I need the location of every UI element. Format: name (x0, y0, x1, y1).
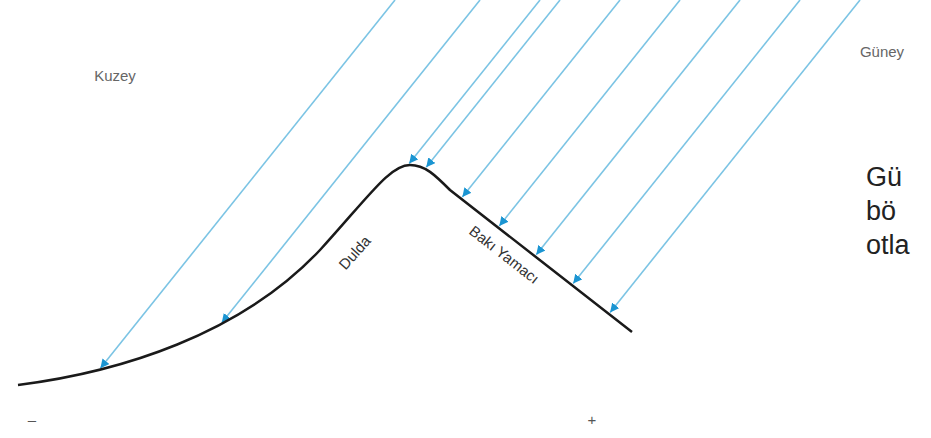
side-text: Gü (866, 163, 902, 193)
sun-ray-arrow (610, 0, 860, 312)
sun-ray-arrow (462, 0, 620, 197)
sun-rays (100, 0, 860, 368)
sun-ray-arrow (426, 0, 560, 167)
side-text: bö (866, 197, 896, 227)
sun-ray-arrow (536, 0, 740, 255)
sun-ray-arrow (409, 0, 540, 164)
direction-label: Güney (860, 44, 904, 61)
sun-ray-arrow (100, 0, 395, 368)
slope-label: Dulda (336, 233, 374, 273)
hill-profile (18, 165, 632, 385)
sun-ray-arrow (499, 0, 680, 226)
sun-ray-arrow (222, 0, 480, 323)
sign-label: + (588, 412, 597, 429)
sun-ray-arrow (573, 0, 800, 284)
direction-label: Kuzey (94, 68, 136, 85)
side-text: otla (866, 231, 910, 261)
sign-label: – (28, 412, 36, 429)
